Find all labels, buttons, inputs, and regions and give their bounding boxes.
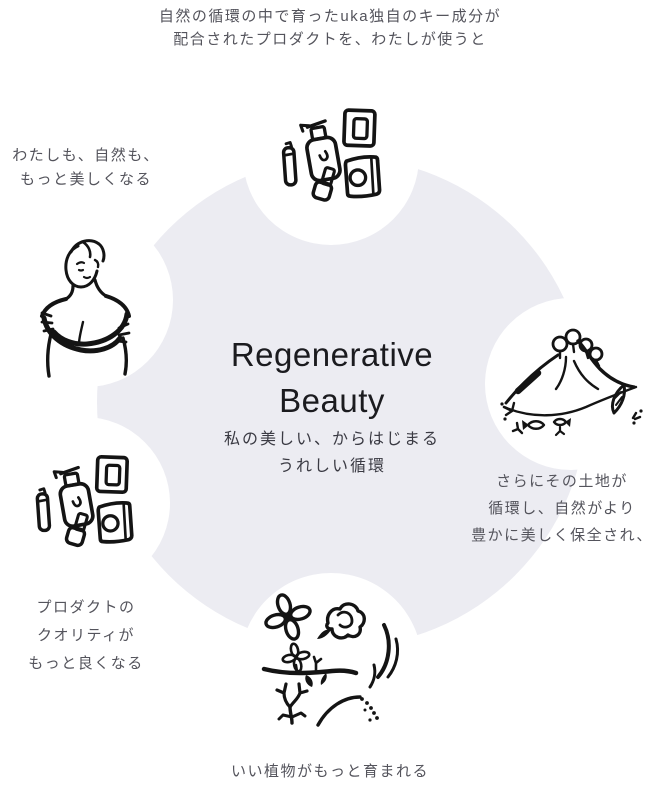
mountain-nature-illustration bbox=[500, 328, 643, 437]
person-bubble bbox=[0, 213, 173, 387]
uka-products-illustration bbox=[281, 108, 382, 203]
mountain-bubble bbox=[485, 298, 657, 470]
self-hug-person-illustration bbox=[40, 239, 131, 378]
caption-line: プロダクトの bbox=[36, 599, 136, 616]
caption-line: クオリティが bbox=[36, 627, 136, 644]
caption-line: 自然の循環の中で育ったuka独自のキー成分が bbox=[158, 8, 502, 25]
products-bubble-top bbox=[243, 69, 419, 245]
caption-line: 豊かに美しく保全され、 bbox=[471, 527, 653, 544]
diagram-subtitle: 私の美しい、からはじまる うれしい循環 bbox=[2, 426, 660, 480]
caption-product-use: 自然の循環の中で育ったuka独自のキー成分が 配合されたプロダクトを、わたしが使… bbox=[0, 5, 660, 51]
caption-plants-grow: いい植物がもっと育まれる bbox=[0, 760, 660, 783]
caption-product-quality: プロダクトの クオリティが もっと良くなる bbox=[0, 594, 196, 678]
caption-line: わたしも、自然も、 bbox=[12, 147, 160, 164]
caption-land-cycle: さらにその土地が 循環し、自然がより 豊かに美しく保全され、 bbox=[452, 468, 660, 549]
plants-bubble bbox=[240, 573, 422, 755]
subtitle-line: うれしい循環 bbox=[277, 458, 386, 475]
caption-line: 循環し、自然がより bbox=[488, 500, 636, 517]
caption-line: いい植物がもっと育まれる bbox=[230, 763, 429, 780]
caption-self-beauty: わたしも、自然も、 もっと美しくなる bbox=[0, 144, 196, 192]
uka-products-illustration bbox=[34, 454, 134, 549]
title-line: Regenerative bbox=[230, 336, 434, 373]
caption-line: もっと良くなる bbox=[28, 655, 144, 672]
title-line: Beauty bbox=[279, 382, 385, 419]
products-bubble-bottom bbox=[0, 417, 170, 589]
caption-line: 配合されたプロダクトを、わたしが使うと bbox=[173, 31, 487, 48]
caption-line: もっと美しくなる bbox=[19, 171, 152, 188]
plants-flowers-illustration bbox=[261, 593, 400, 727]
subtitle-line: 私の美しい、からはじまる bbox=[223, 431, 440, 448]
diagram-title: Regenerative Beauty bbox=[2, 332, 660, 424]
caption-line: さらにその土地が bbox=[496, 473, 628, 490]
